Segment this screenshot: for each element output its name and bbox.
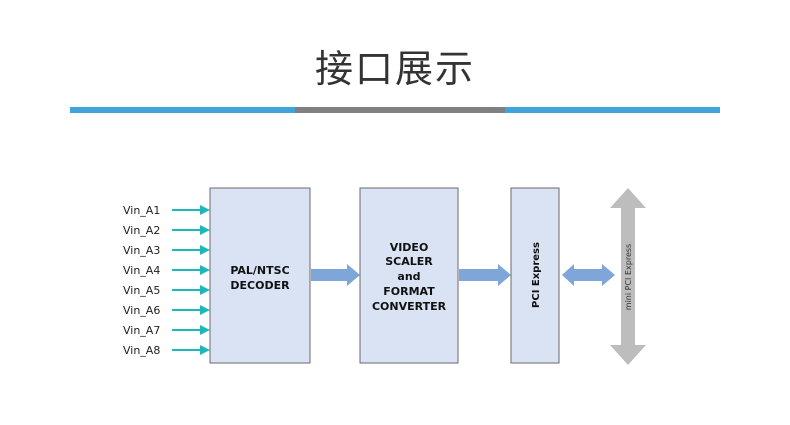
input-arrow-3 bbox=[172, 245, 210, 255]
input-arrow-5 bbox=[172, 285, 210, 295]
input-arrow-1 bbox=[172, 205, 210, 215]
scaler-label-line-1: VIDEO bbox=[390, 241, 429, 254]
input-arrow-7 bbox=[172, 325, 210, 335]
pci-express-label: PCI Express bbox=[531, 242, 542, 308]
decoder-block bbox=[209, 187, 311, 364]
title-rule-middle bbox=[295, 107, 505, 113]
scaler-label-line-2: SCALER bbox=[385, 255, 433, 268]
input-label-7: Vin_A7 bbox=[123, 324, 160, 337]
input-arrow-8 bbox=[172, 345, 210, 355]
input-arrow-2 bbox=[172, 225, 210, 235]
scaler-block bbox=[359, 187, 459, 364]
decoder-to-scaler-arrow bbox=[311, 264, 360, 286]
title-rule-right bbox=[505, 107, 720, 113]
input-label-4: Vin_A4 bbox=[123, 264, 160, 277]
pci-bus-bidirectional-arrow bbox=[562, 264, 615, 286]
decoder-label-line-2: DECODER bbox=[230, 279, 290, 292]
input-label-5: Vin_A5 bbox=[123, 284, 160, 297]
input-label-3: Vin_A3 bbox=[123, 244, 160, 257]
decoder-label-line-1: PAL/NTSC bbox=[230, 264, 289, 277]
scaler-to-pci-arrow bbox=[459, 264, 511, 286]
scaler-label-line-4: FORMAT bbox=[383, 285, 435, 298]
scaler-label-line-3: and bbox=[397, 270, 420, 283]
pci-express-block bbox=[510, 187, 560, 364]
scaler-label-line-5: CONVERTER bbox=[372, 300, 447, 313]
mini-pci-express-label: mini PCI Express bbox=[624, 244, 633, 310]
input-label-8: Vin_A8 bbox=[123, 344, 160, 357]
input-arrows bbox=[172, 205, 210, 355]
title-rule-left bbox=[70, 107, 295, 113]
page-title: 接口展示 bbox=[314, 47, 475, 91]
input-label-6: Vin_A6 bbox=[123, 304, 160, 317]
mini-pci-express-bus bbox=[610, 188, 646, 365]
input-label-1: Vin_A1 bbox=[123, 204, 160, 217]
input-arrow-4 bbox=[172, 265, 210, 275]
input-label-2: Vin_A2 bbox=[123, 224, 160, 237]
input-labels: Vin_A1 Vin_A2 Vin_A3 Vin_A4 Vin_A5 Vin_A… bbox=[123, 204, 160, 357]
input-arrow-6 bbox=[172, 305, 210, 315]
